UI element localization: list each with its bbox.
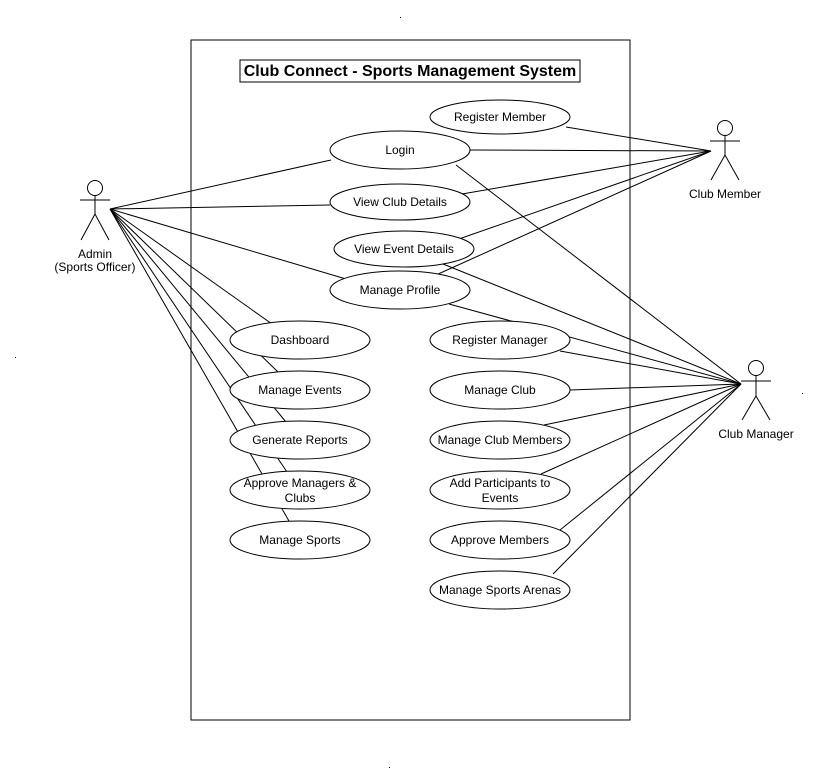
actor-admin[interactable]: Admin (Sports Officer) [54,180,136,275]
use-case-label: Login [385,143,414,157]
actor-label: Admin [78,247,112,261]
use-case-label: Generate Reports [252,433,347,447]
use-case-label: Manage Profile [360,283,441,297]
use-case-view-event-details[interactable]: View Event Details [333,230,475,268]
association-line-manager-register-manager [559,350,742,385]
system-boundary [190,39,631,721]
use-case-label: View Event Details [354,242,454,256]
use-case-manage-sports[interactable]: Manage Sports [229,520,371,560]
association-lines [109,126,742,575]
use-case-approve-managers-clubs[interactable]: Approve Managers & Clubs [229,470,371,510]
actor-club-manager[interactable]: Club Manager [718,360,794,442]
use-case-generate-reports[interactable]: Generate Reports [229,420,371,460]
use-case-label: Register Manager [452,333,547,347]
association-line-member-register-member [565,126,712,152]
system-title-box: Club Connect - Sports Management System [239,59,581,83]
association-line-admin-manage-sports [109,208,290,522]
system-title-frame [239,59,581,83]
use-case-manage-club-members[interactable]: Manage Club Members [429,420,571,460]
actor-club-member[interactable]: Club Member [689,120,761,202]
use-case-add-participants-to-events[interactable]: Add Participants to Events [429,470,571,510]
stick-figure-icon [80,180,110,241]
actor-label: Club Manager [718,427,793,441]
use-case-label: Manage Sports Arenas [439,583,561,597]
association-line-manager-approve-members [559,383,742,531]
use-case-manage-club[interactable]: Manage Club [429,370,571,410]
association-line-manager-manage-profile [448,303,742,385]
association-line-manager-manage-club-members [543,383,742,426]
stray-dot [389,767,390,768]
use-case-label: Manage Club [464,383,536,397]
use-case-label: Approve Managers & [244,476,357,490]
actor-label: Club Member [689,187,761,201]
use-case-approve-members[interactable]: Approve Members [429,520,571,560]
use-case-label: Clubs [285,491,316,505]
use-case-register-manager[interactable]: Register Manager [429,320,571,360]
stick-figure-icon [710,120,740,181]
association-line-member-login [469,149,712,152]
use-case-label: Manage Club Members [438,433,563,447]
stray-dot [802,393,803,394]
association-line-admin-view-club-details [109,204,331,210]
stick-figure-icon [741,360,771,421]
association-line-manager-view-event-details [442,263,742,385]
association-line-member-view-event-details [455,150,712,241]
association-line-admin-login [109,159,332,210]
stray-dot [400,17,401,18]
use-case-label: Dashboard [271,333,330,347]
system-title: Club Connect - Sports Management System [244,63,577,80]
use-case-label: Register Member [454,110,546,124]
use-case-manage-sports-arenas[interactable]: Manage Sports Arenas [429,570,571,610]
use-case-manage-events[interactable]: Manage Events [229,370,371,410]
association-line-manager-login [455,164,742,385]
use-case-manage-profile[interactable]: Manage Profile [329,270,471,310]
use-case-label: Manage Sports [259,533,340,547]
association-line-admin-manage-profile [109,208,347,280]
association-line-manager-manage-club [569,383,742,391]
association-line-manager-add-participants [540,383,742,475]
use-case-label: Approve Members [451,533,549,547]
association-line-manager-manage-sports-arenas [552,383,742,575]
use-case-dashboard[interactable]: Dashboard [229,320,371,360]
association-line-member-view-club-details [461,150,712,195]
association-line-member-manage-profile [435,150,712,276]
use-case-register-member[interactable]: Register Member [429,99,571,135]
actor-label: (Sports Officer) [54,260,135,274]
use-case-view-club-details[interactable]: View Club Details [329,183,471,221]
use-case-label: View Club Details [353,195,447,209]
use-case-label: Add Participants to [450,476,551,490]
stray-dot [15,357,16,358]
use-case-label: Manage Events [258,383,341,397]
use-case-login[interactable]: Login [329,130,471,170]
use-case-label: Events [482,491,519,505]
